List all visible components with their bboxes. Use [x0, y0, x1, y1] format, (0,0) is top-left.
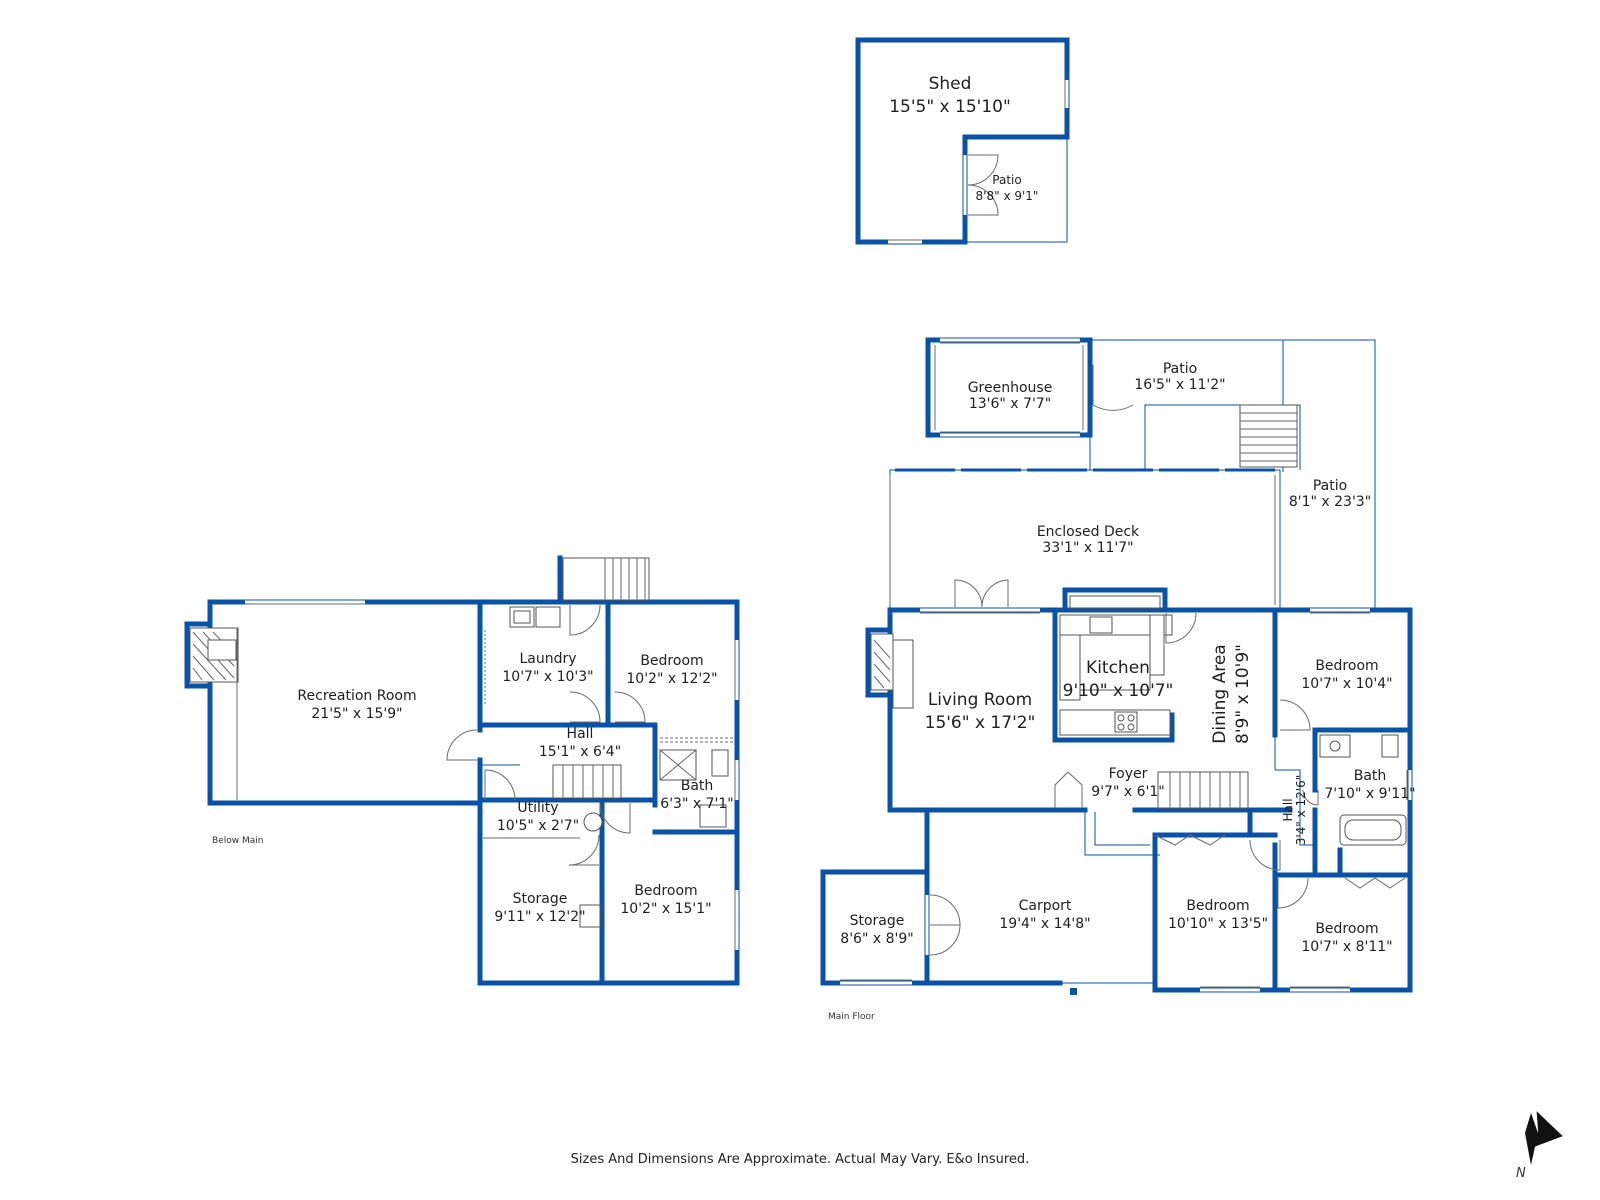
greenhouse-dim: 13'6" x 7'7": [969, 396, 1051, 412]
hall-main-dim: 3'4" x 12'6": [1294, 775, 1308, 846]
kitchen-name: Kitchen: [1086, 658, 1150, 678]
greenhouse-name: Greenhouse: [968, 380, 1053, 396]
patio-top-name: Patio: [1163, 361, 1197, 377]
bath-below-name: Bath: [681, 778, 714, 794]
recreation-room-name: Recreation Room: [297, 688, 416, 704]
living-room-dim: 15'6" x 17'2": [925, 713, 1036, 733]
shed-patio-name: Patio: [992, 173, 1021, 187]
bedroom-main-1-dim: 10'7" x 10'4": [1301, 676, 1392, 692]
storage-main-name: Storage: [850, 913, 905, 929]
kitchen-dim: 9'10" x 10'7": [1063, 681, 1174, 701]
main-floor: [820, 337, 1413, 995]
bath-main-name: Bath: [1354, 768, 1387, 784]
shed-structure: [855, 37, 1070, 245]
enclosed-deck-name: Enclosed Deck: [1037, 524, 1140, 540]
bedroom-main-3-dim: 10'7" x 8'11": [1301, 939, 1392, 955]
patio-right-dim: 8'1" x 23'3": [1289, 494, 1371, 510]
floor-label-main: Main Floor: [828, 1012, 875, 1022]
carport-dim: 19'4" x 14'8": [999, 916, 1090, 932]
enclosed-deck-dim: 33'1" x 11'7": [1042, 540, 1133, 556]
hall-below-name: Hall: [567, 726, 594, 742]
utility-dim: 10'5" x 2'7": [497, 818, 579, 834]
storage-main-dim: 8'6" x 8'9": [840, 931, 913, 947]
bedroom-main-1-name: Bedroom: [1315, 658, 1378, 674]
shed-name: Shed: [929, 74, 972, 94]
recreation-room-dim: 21'5" x 15'9": [311, 706, 402, 722]
dining-area-dim: 8'9" x 10'9": [1233, 644, 1253, 744]
bedroom-below-1-dim: 10'2" x 12'2": [626, 671, 717, 687]
hall-below-dim: 15'1" x 6'4": [539, 744, 621, 760]
bedroom-below-2-name: Bedroom: [634, 883, 697, 899]
living-room-name: Living Room: [928, 690, 1032, 710]
bedroom-main-2-dim: 10'10" x 13'5": [1168, 916, 1268, 932]
north-arrow-icon: [1525, 1111, 1563, 1165]
shed-dim: 15'5" x 15'10": [889, 97, 1011, 117]
storage-below-dim: 9'11" x 12'2": [494, 909, 585, 925]
patio-right-name: Patio: [1313, 478, 1347, 494]
hall-main-name: Hall: [1281, 798, 1295, 821]
foyer-name: Foyer: [1109, 766, 1148, 782]
storage-below-name: Storage: [513, 891, 568, 907]
utility-name: Utility: [517, 800, 558, 816]
foyer-dim: 9'7" x 6'1": [1091, 784, 1164, 800]
dining-area-name: Dining Area: [1210, 644, 1230, 743]
disclaimer: Sizes And Dimensions Are Approximate. Ac…: [571, 1152, 1030, 1167]
bedroom-below-1-name: Bedroom: [640, 653, 703, 669]
laundry-name: Laundry: [519, 651, 576, 667]
bedroom-main-3-name: Bedroom: [1315, 921, 1378, 937]
floor-label-below: Below Main: [212, 836, 263, 846]
shed-patio-dim: 8'8" x 9'1": [976, 189, 1039, 203]
bath-main-dim: 7'10" x 9'11": [1324, 786, 1415, 802]
bedroom-below-2-dim: 10'2" x 15'1": [620, 901, 711, 917]
below-main-floor: [184, 555, 740, 986]
laundry-dim: 10'7" x 10'3": [502, 669, 593, 685]
compass-letter: N: [1516, 1166, 1526, 1181]
bedroom-main-2-name: Bedroom: [1186, 898, 1249, 914]
bath-below-dim: 6'3" x 7'1": [660, 796, 733, 812]
carport-name: Carport: [1019, 898, 1072, 914]
patio-top-dim: 16'5" x 11'2": [1134, 377, 1225, 393]
